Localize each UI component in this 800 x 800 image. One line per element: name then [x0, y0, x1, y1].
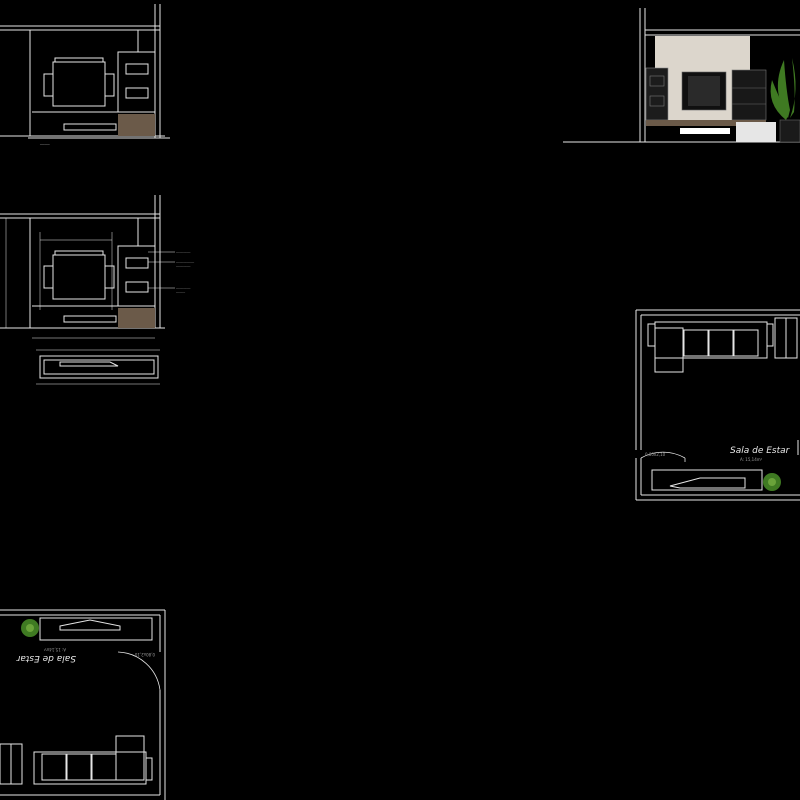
dark-panel-right	[731, 69, 767, 121]
svg-text:────────: ────────	[175, 265, 191, 269]
elevation-top-left	[0, 4, 170, 139]
svg-text:──────────: ──────────	[175, 261, 194, 265]
sofa-bottom	[33, 751, 147, 785]
plant-plan-icon-bottom	[21, 619, 39, 637]
plant-elevation-icon	[770, 58, 796, 120]
svg-text:────────: ────────	[175, 287, 191, 291]
room-name-right: Sala de Estar	[730, 446, 791, 456]
door-label-right: 0,80x2,10	[645, 452, 666, 457]
floor-plan-bottom-left	[0, 609, 166, 800]
wood-cabinet	[118, 114, 155, 136]
scale-note: ────	[39, 142, 50, 147]
elevation-detail-annotations: ──────── ────────── ──────── ──────── ──…	[175, 251, 194, 295]
floor-plan-right	[635, 309, 800, 501]
rack-plan-detail	[36, 349, 160, 385]
wood-cabinet-detail	[118, 308, 155, 328]
door-label-bottom: 0,80x2,10	[134, 652, 155, 657]
svg-text:────────: ────────	[175, 251, 191, 255]
plant-plan-icon-right	[763, 473, 781, 491]
sofa	[654, 321, 768, 359]
area-label-right: A: 15,14m²	[740, 457, 763, 462]
svg-text:─────: ─────	[175, 291, 185, 295]
elevation-top-right	[563, 8, 800, 143]
rack-wood	[646, 120, 766, 126]
area-label-bottom: A: 15,14m²	[43, 647, 66, 652]
room-name-bottom: Sala de Estar	[15, 653, 76, 663]
